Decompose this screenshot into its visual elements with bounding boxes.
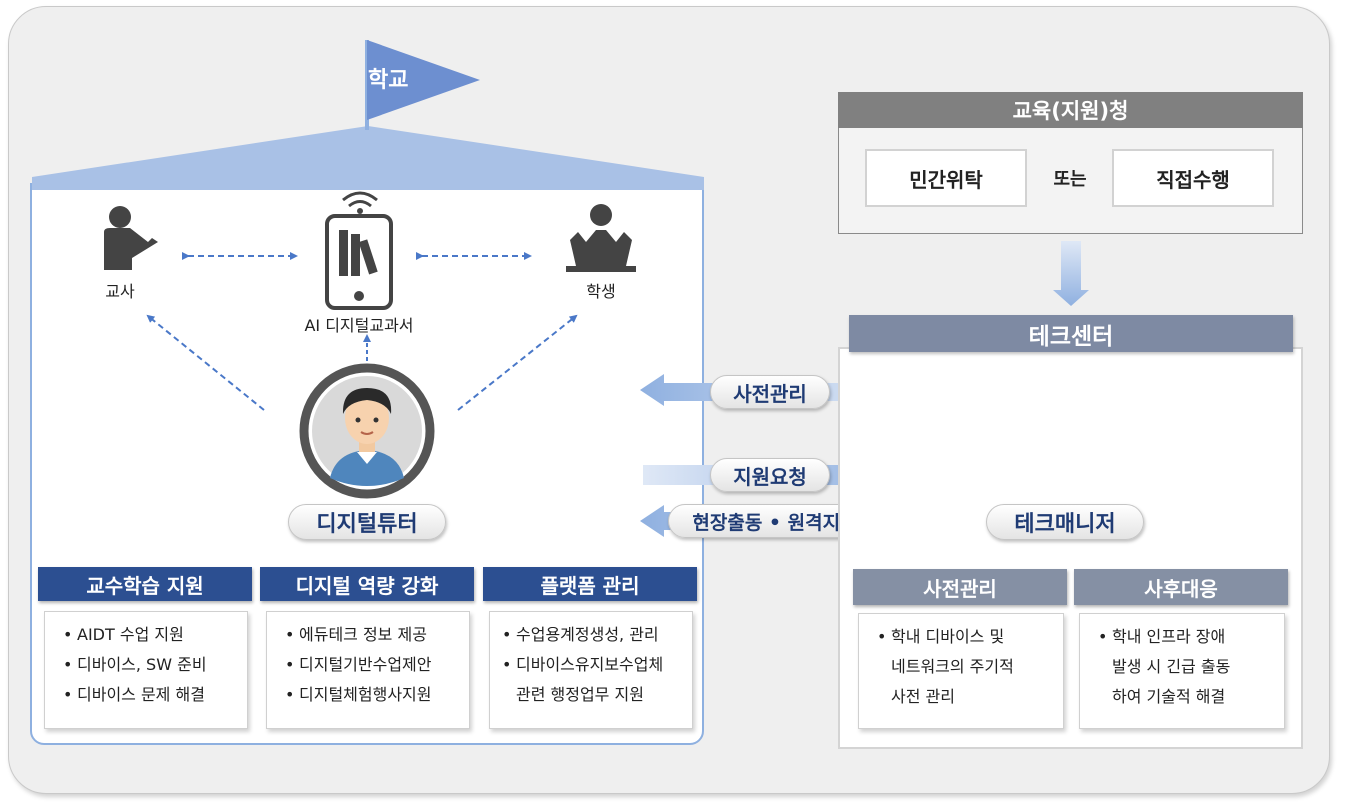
school-flag-label: 학교 bbox=[368, 68, 409, 93]
card-title-platform: 플랫폼 관리 bbox=[483, 567, 697, 601]
card-body-platform: 수업용계정생성, 관리 디바이스유지보수업체 관련 행정업무 지원 bbox=[489, 611, 693, 729]
card-title-pre-management: 사전관리 bbox=[853, 569, 1067, 605]
school-roof bbox=[32, 126, 704, 190]
tutor-avatar-icon bbox=[299, 363, 435, 499]
teacher-label: 교사 bbox=[105, 282, 135, 301]
textbook-label: AI 디지털교과서 bbox=[304, 316, 414, 335]
list-item: 관련 행정업무 지원 bbox=[516, 685, 644, 704]
list-item: 디바이스, SW 준비 bbox=[63, 650, 237, 680]
list-item: 발생 시 긴급 출동 bbox=[1112, 657, 1231, 676]
arrow-tutor-student bbox=[457, 314, 578, 411]
tutor-label: 디지털튜터 bbox=[288, 504, 446, 540]
tablet-icon bbox=[325, 191, 393, 310]
list-item: 네트워크의 주기적 bbox=[891, 657, 1014, 676]
flow-label-pre-management: 사전관리 bbox=[710, 375, 830, 409]
student-label: 학생 bbox=[586, 282, 616, 301]
list-item: 에듀테크 정보 제공 bbox=[285, 620, 459, 650]
card-body-post-response: 학내 인프라 장애 발생 시 긴급 출동 하여 기술적 해결 bbox=[1079, 613, 1285, 729]
option-outsourcing: 민간위탁 bbox=[865, 149, 1027, 207]
list-item: AIDT 수업 지원 bbox=[63, 620, 237, 650]
card-body-pre-management: 학내 디바이스 및 네트워크의 주기적 사전 관리 bbox=[858, 613, 1064, 729]
tech-center-title: 테크센터 bbox=[849, 315, 1293, 352]
card-title-post-response: 사후대응 bbox=[1074, 569, 1288, 605]
teacher-icon bbox=[104, 206, 158, 270]
list-item: 수업용계정생성, 관리 bbox=[502, 620, 682, 650]
tech-manager-label: 테크매니저 bbox=[986, 504, 1144, 540]
arrow-tutor-teacher bbox=[146, 314, 265, 411]
list-item: 디바이스유지보수업체 bbox=[502, 650, 682, 680]
down-arrow bbox=[1053, 241, 1089, 306]
card-body-digital: 에듀테크 정보 제공 디지털기반수업제안 디지털체험행사지원 bbox=[266, 611, 470, 729]
education-office-title: 교육(지원)청 bbox=[838, 92, 1303, 128]
list-item: 학내 인프라 장애 bbox=[1098, 622, 1274, 652]
option-direct: 직접수행 bbox=[1112, 149, 1274, 207]
list-item: 학내 디바이스 및 bbox=[877, 622, 1053, 652]
or-text: 또는 bbox=[1053, 169, 1087, 190]
list-item: 하여 기술적 해결 bbox=[1112, 687, 1226, 706]
card-title-teaching: 교수학습 지원 bbox=[38, 567, 252, 601]
flow-label-support-request: 지원요청 bbox=[710, 458, 830, 492]
list-item: 디지털체험행사지원 bbox=[285, 680, 459, 710]
list-item: 디지털기반수업제안 bbox=[285, 650, 459, 680]
card-body-teaching: AIDT 수업 지원 디바이스, SW 준비 디바이스 문제 해결 bbox=[44, 611, 248, 729]
flag bbox=[367, 40, 480, 120]
list-item: 사전 관리 bbox=[891, 687, 955, 706]
list-item: 디바이스 문제 해결 bbox=[63, 680, 237, 710]
student-icon bbox=[566, 204, 636, 272]
card-title-digital: 디지털 역량 강화 bbox=[260, 567, 474, 601]
